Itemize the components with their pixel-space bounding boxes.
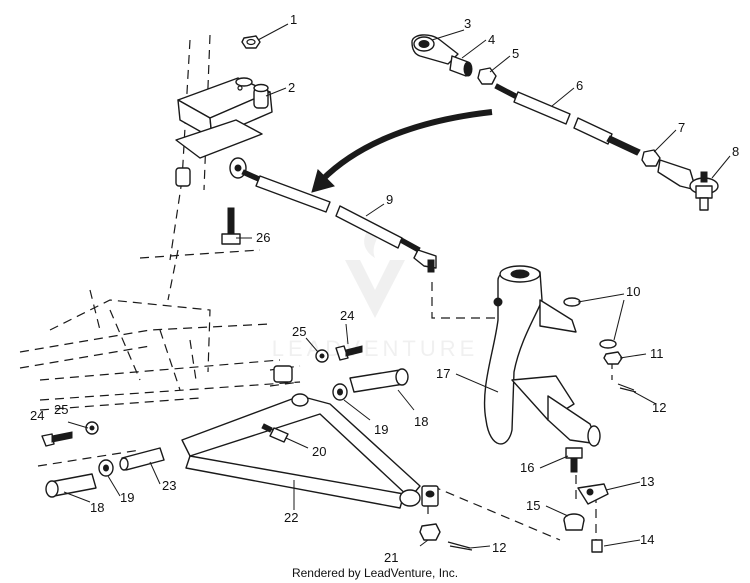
callout-21: 21 xyxy=(384,550,398,565)
bolt-24b xyxy=(41,431,73,447)
callout-24b: 24 xyxy=(30,408,44,423)
bushing-4 xyxy=(449,55,473,77)
bushing-18a xyxy=(349,368,409,393)
stud-2 xyxy=(253,83,269,109)
washer-10a xyxy=(563,297,581,307)
cotter-pin-12a xyxy=(617,383,637,393)
callout-25a: 25 xyxy=(292,324,306,339)
callout-20: 20 xyxy=(312,444,326,459)
washer-25a xyxy=(315,349,329,363)
assembly-line-e xyxy=(431,485,561,541)
callout-12a: 12 xyxy=(652,400,666,415)
callout-12b: 12 xyxy=(492,540,506,555)
tie-rod-9 xyxy=(229,157,437,273)
ball-joint-21 xyxy=(419,485,441,541)
callout-14: 14 xyxy=(640,532,654,547)
callout-6: 6 xyxy=(576,78,583,93)
callout-4: 4 xyxy=(488,32,495,47)
watermark-text: LEADVENTURE xyxy=(272,336,479,361)
callout-18a: 18 xyxy=(414,414,428,429)
bolt-24a xyxy=(335,345,363,361)
bracket-13 xyxy=(577,483,609,505)
callout-24a: 24 xyxy=(340,308,354,323)
callout-19a: 19 xyxy=(374,422,388,437)
grease-fitting-20 xyxy=(261,423,289,443)
tie-rod-6 xyxy=(494,83,641,156)
frame-pivot xyxy=(273,365,293,383)
callout-25b: 25 xyxy=(54,402,68,417)
footer-credit: Rendered by LeadVenture, Inc. xyxy=(291,566,459,580)
callout-19b: 19 xyxy=(120,490,134,505)
callout-labels: 1 2 3 4 5 6 7 8 9 10 11 12 13 14 15 16 1… xyxy=(30,12,739,565)
watermark-logo: LEADVENTURE xyxy=(272,225,479,361)
callout-22: 22 xyxy=(284,510,298,525)
callout-3: 3 xyxy=(464,16,471,31)
callout-1: 1 xyxy=(290,12,297,27)
callout-2: 2 xyxy=(288,80,295,95)
frame xyxy=(19,289,301,467)
washer-19b xyxy=(98,459,114,477)
jam-nut-7 xyxy=(641,149,661,167)
tie-rod-end-3 xyxy=(411,34,459,65)
cotter-pin-12b xyxy=(447,541,473,551)
washer-19a xyxy=(332,383,348,401)
callout-17: 17 xyxy=(436,366,450,381)
nut-11 xyxy=(603,351,623,365)
bolt-26 xyxy=(221,207,241,245)
washer-10b xyxy=(599,339,617,349)
callout-10: 10 xyxy=(626,284,640,299)
bolt-14 xyxy=(591,539,603,553)
callout-7: 7 xyxy=(678,120,685,135)
washer-25b xyxy=(85,421,99,435)
direction-arrow xyxy=(311,109,493,193)
callout-5: 5 xyxy=(512,46,519,61)
steering-post xyxy=(139,34,273,301)
grommet-15 xyxy=(563,513,585,531)
callout-11: 11 xyxy=(650,346,664,361)
callout-9: 9 xyxy=(386,192,393,207)
callout-26: 26 xyxy=(256,230,270,245)
bushing-23 xyxy=(119,447,165,471)
callout-16: 16 xyxy=(520,460,534,475)
tie-rod-end-8 xyxy=(657,159,719,211)
callout-8: 8 xyxy=(732,144,739,159)
bushing-18b xyxy=(45,473,97,498)
callout-15: 15 xyxy=(526,498,540,513)
bolt-16 xyxy=(565,447,583,473)
leader-lines xyxy=(63,23,731,549)
callout-13: 13 xyxy=(640,474,654,489)
spindle-17 xyxy=(483,265,601,447)
callout-23: 23 xyxy=(162,478,176,493)
nut-1 xyxy=(241,35,261,49)
jam-nut-5 xyxy=(477,67,497,85)
callout-18b: 18 xyxy=(90,500,104,515)
assembly-line-a xyxy=(431,282,500,319)
a-arm-22 xyxy=(181,393,421,509)
